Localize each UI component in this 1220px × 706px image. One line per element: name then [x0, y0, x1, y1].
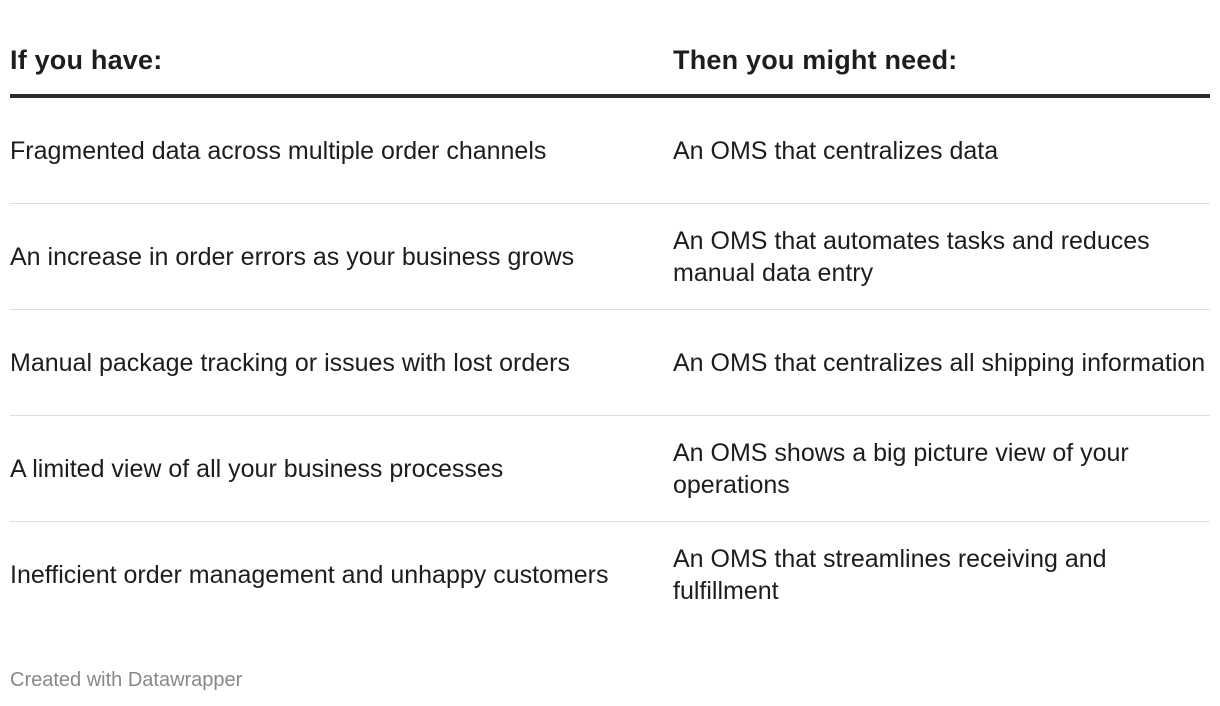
header-then-you-might-need: Then you might need:: [673, 44, 958, 75]
solution-cell: An OMS that centralizes data: [673, 136, 999, 165]
solution-cell: An OMS that automates tasks and reduces …: [673, 226, 1150, 287]
solution-cell: An OMS that centralizes all shipping inf…: [673, 348, 1206, 377]
problem-cell: An increase in order errors as your busi…: [10, 242, 575, 271]
table-header-row: If you have: Then you might need:: [10, 26, 1210, 98]
table-row: Fragmented data across multiple order ch…: [10, 98, 1210, 204]
table-row: An increase in order errors as your busi…: [10, 204, 1210, 310]
header-if-you-have: If you have:: [10, 44, 163, 75]
solution-cell: An OMS shows a big picture view of your …: [673, 438, 1129, 499]
datawrapper-credit: Created with Datawrapper: [10, 669, 243, 691]
table-row: Inefficient order management and unhappy…: [10, 522, 1210, 628]
problem-cell: A limited view of all your business proc…: [10, 454, 504, 483]
table-row: A limited view of all your business proc…: [10, 416, 1210, 522]
problem-cell: Manual package tracking or issues with l…: [10, 348, 570, 377]
table-row: Manual package tracking or issues with l…: [10, 310, 1210, 416]
problem-cell: Inefficient order management and unhappy…: [10, 561, 609, 589]
solution-cell: An OMS that streamlines receiving and fu…: [673, 545, 1107, 605]
comparison-table: If you have: Then you might need: Fragme…: [10, 26, 1210, 628]
problem-cell: Fragmented data across multiple order ch…: [10, 136, 547, 165]
